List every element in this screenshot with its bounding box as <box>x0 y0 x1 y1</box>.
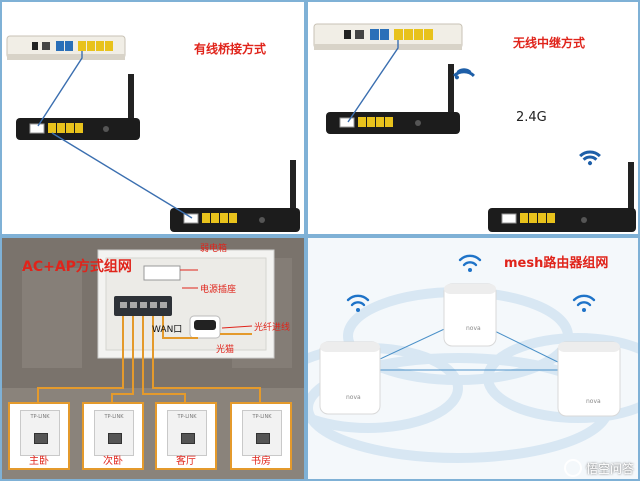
cabinet-label: 弱电箱 <box>200 244 228 254</box>
main-router <box>313 23 463 50</box>
cable-main-to-second <box>37 51 83 127</box>
wan-label: WAN口 <box>152 325 183 335</box>
third-router <box>488 162 636 232</box>
orange-cables <box>37 316 261 404</box>
second-router <box>326 64 460 134</box>
node-brand: nova <box>586 398 601 405</box>
wireless-repeater-title: 无线中继方式 <box>513 36 586 50</box>
mesh-title: mesh路由器组网 <box>504 256 609 271</box>
cable-second-to-third <box>51 132 193 219</box>
room-label: 次卧 <box>103 456 123 467</box>
wifi-signal-icon <box>453 68 475 80</box>
mesh-node <box>557 341 621 417</box>
second-router <box>16 74 140 140</box>
cable-main-to-second <box>347 40 399 123</box>
mesh-node <box>443 283 497 347</box>
panel-ac-ap: AC+AP方式组网 弱电箱 电源插座 光纤进线 WAN口 光猫 TP-LINK … <box>2 238 304 479</box>
wired-bridge-title: 有线桥接方式 <box>194 42 267 56</box>
mesh-illustration <box>308 254 638 463</box>
wukong-logo-icon <box>563 459 582 477</box>
wifi-signal-icon <box>579 150 601 166</box>
room-ap-study: TP-LINK 书房 <box>230 402 292 470</box>
node-brand: nova <box>346 394 361 401</box>
wifi-icon <box>346 254 596 312</box>
wired-bridge-illustration <box>6 35 300 232</box>
power-socket-label: 电源插座 <box>200 285 237 295</box>
node-brand: nova <box>466 325 481 332</box>
wireless-repeater-illustration <box>313 23 636 232</box>
mesh-node <box>319 341 381 415</box>
panel-mesh: mesh路由器组网 nova nova nova <box>308 238 638 479</box>
ac-ap-title: AC+AP方式组网 <box>22 259 132 275</box>
room-label: 书房 <box>251 456 271 467</box>
power-socket-icon <box>143 265 181 281</box>
panel-wired-bridge: 有线桥接方式 <box>2 2 304 234</box>
watermark: 悟空问答 <box>563 459 634 477</box>
room-ap-second-bedroom: TP-LINK 次卧 <box>82 402 144 470</box>
room-label: 主卧 <box>29 456 49 467</box>
room-label: 客厅 <box>176 456 196 467</box>
main-router <box>6 35 126 60</box>
room-ap-living-room: TP-LINK 客厅 <box>155 402 217 470</box>
band-label: 2.4G <box>516 110 547 125</box>
panel-wireless-repeater: 无线中继方式 2.4G <box>308 2 638 234</box>
watermark-text: 悟空问答 <box>585 461 634 476</box>
fiber-label: 光纤进线 <box>254 323 291 333</box>
third-router <box>170 160 300 232</box>
room-ap-master-bedroom: TP-LINK 主卧 <box>8 402 70 470</box>
modem-label: 光猫 <box>216 345 235 355</box>
